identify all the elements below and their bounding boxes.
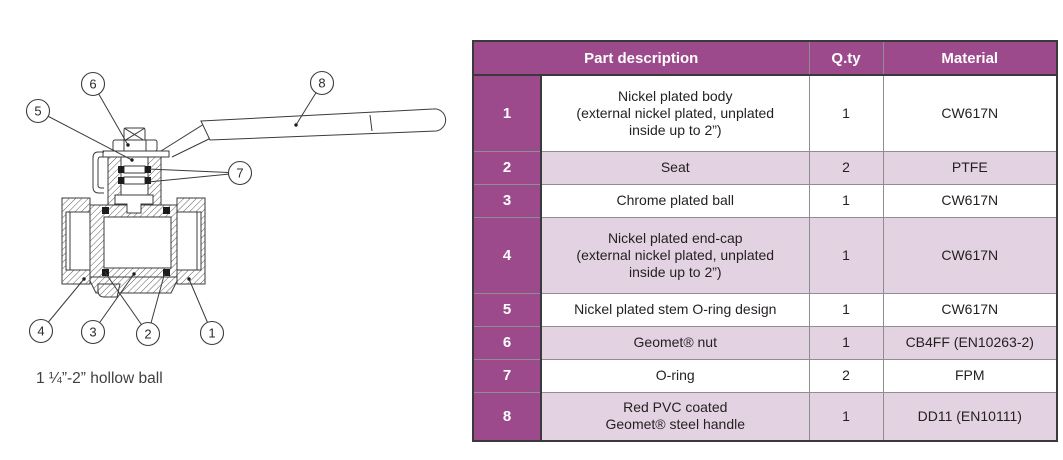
row-7-material: FPM bbox=[882, 358, 1058, 393]
row-6-number: 6 bbox=[472, 325, 542, 360]
header-qty: Q.ty bbox=[808, 40, 884, 76]
row-5-qty: 1 bbox=[808, 292, 884, 327]
row-7-description: O-ring bbox=[540, 358, 810, 393]
valve-body bbox=[61, 194, 206, 298]
parts-table: Part description Q.ty Material 1 Nickel … bbox=[472, 40, 1059, 442]
table-row-2: 2 Seat 2 PTFE bbox=[472, 150, 1058, 185]
row-6-description: Geomet® nut bbox=[540, 325, 810, 360]
diagram-caption: 1 ¼”-2” hollow ball bbox=[36, 370, 163, 387]
table-row-1: 1 Nickel plated body (external nickel pl… bbox=[472, 74, 1058, 152]
callout-4-label: 4 bbox=[37, 324, 44, 339]
callout-2: 2 bbox=[135, 321, 161, 347]
callout-3: 3 bbox=[80, 319, 106, 345]
callout-5-label: 5 bbox=[34, 104, 41, 119]
table-row-7: 7 O-ring 2 FPM bbox=[472, 358, 1058, 393]
row-8-number: 8 bbox=[472, 391, 542, 442]
handle-lever bbox=[160, 108, 447, 158]
row-4-material: CW617N bbox=[882, 216, 1058, 294]
callout-1-label: 1 bbox=[208, 326, 215, 341]
callout-7-label: 7 bbox=[236, 166, 243, 181]
row-3-number: 3 bbox=[472, 183, 542, 218]
row-2-qty: 2 bbox=[808, 150, 884, 185]
row-3-qty: 1 bbox=[808, 183, 884, 218]
row-2-material: PTFE bbox=[882, 150, 1058, 185]
row-5-description: Nickel plated stem O-ring design bbox=[540, 292, 810, 327]
table-row-8: 8 Red PVC coated Geomet® steel handle 1 … bbox=[472, 391, 1058, 442]
row-6-qty: 1 bbox=[808, 325, 884, 360]
callout-7: 7 bbox=[227, 160, 253, 186]
callout-5: 5 bbox=[25, 98, 51, 124]
row-4-description: Nickel plated end-cap (external nickel p… bbox=[540, 216, 810, 294]
row-6-material: CB4FF (EN10263-2) bbox=[882, 325, 1058, 360]
row-4-qty: 1 bbox=[808, 216, 884, 294]
row-1-qty: 1 bbox=[808, 74, 884, 152]
row-3-material: CW617N bbox=[882, 183, 1058, 218]
seat-top-left bbox=[102, 207, 109, 214]
stem-nut bbox=[102, 127, 170, 158]
callout-8: 8 bbox=[309, 70, 335, 96]
callout-8-label: 8 bbox=[318, 76, 325, 91]
row-5-material: CW617N bbox=[882, 292, 1058, 327]
table-row-6: 6 Geomet® nut 1 CB4FF (EN10263-2) bbox=[472, 325, 1058, 360]
callout-6: 6 bbox=[80, 71, 106, 97]
row-4-number: 4 bbox=[472, 216, 542, 294]
row-5-number: 5 bbox=[472, 292, 542, 327]
ball-bore bbox=[103, 216, 172, 269]
callout-3-label: 3 bbox=[89, 325, 96, 340]
seat-top-right bbox=[163, 207, 170, 214]
header-material: Material bbox=[882, 40, 1058, 76]
row-8-qty: 1 bbox=[808, 391, 884, 442]
row-1-description: Nickel plated body (external nickel plat… bbox=[540, 74, 810, 152]
row-1-number: 1 bbox=[472, 74, 542, 152]
row-8-material: DD11 (EN10111) bbox=[882, 391, 1058, 442]
row-8-description: Red PVC coated Geomet® steel handle bbox=[540, 391, 810, 442]
callout-4: 4 bbox=[28, 318, 54, 344]
table-header-row: Part description Q.ty Material bbox=[472, 40, 1058, 76]
callout-1: 1 bbox=[199, 320, 225, 346]
row-2-description: Seat bbox=[540, 150, 810, 185]
table-row-5: 5 Nickel plated stem O-ring design 1 CW6… bbox=[472, 292, 1058, 327]
row-3-description: Chrome plated ball bbox=[540, 183, 810, 218]
table-row-4: 4 Nickel plated end-cap (external nickel… bbox=[472, 216, 1058, 294]
callout-2-label: 2 bbox=[144, 327, 151, 342]
header-part-description: Part description bbox=[472, 40, 810, 76]
callout-6-label: 6 bbox=[89, 77, 96, 92]
row-7-qty: 2 bbox=[808, 358, 884, 393]
row-1-material: CW617N bbox=[882, 74, 1058, 152]
row-2-number: 2 bbox=[472, 150, 542, 185]
table-row-3: 3 Chrome plated ball 1 CW617N bbox=[472, 183, 1058, 218]
o-ring-upper-left bbox=[118, 166, 124, 173]
o-ring-lower-left bbox=[118, 177, 124, 184]
valve-cross-section-diagram: 1 2 3 4 5 6 7 8 1 ¼”-2” hollow ball bbox=[25, 70, 447, 387]
row-7-number: 7 bbox=[472, 358, 542, 393]
